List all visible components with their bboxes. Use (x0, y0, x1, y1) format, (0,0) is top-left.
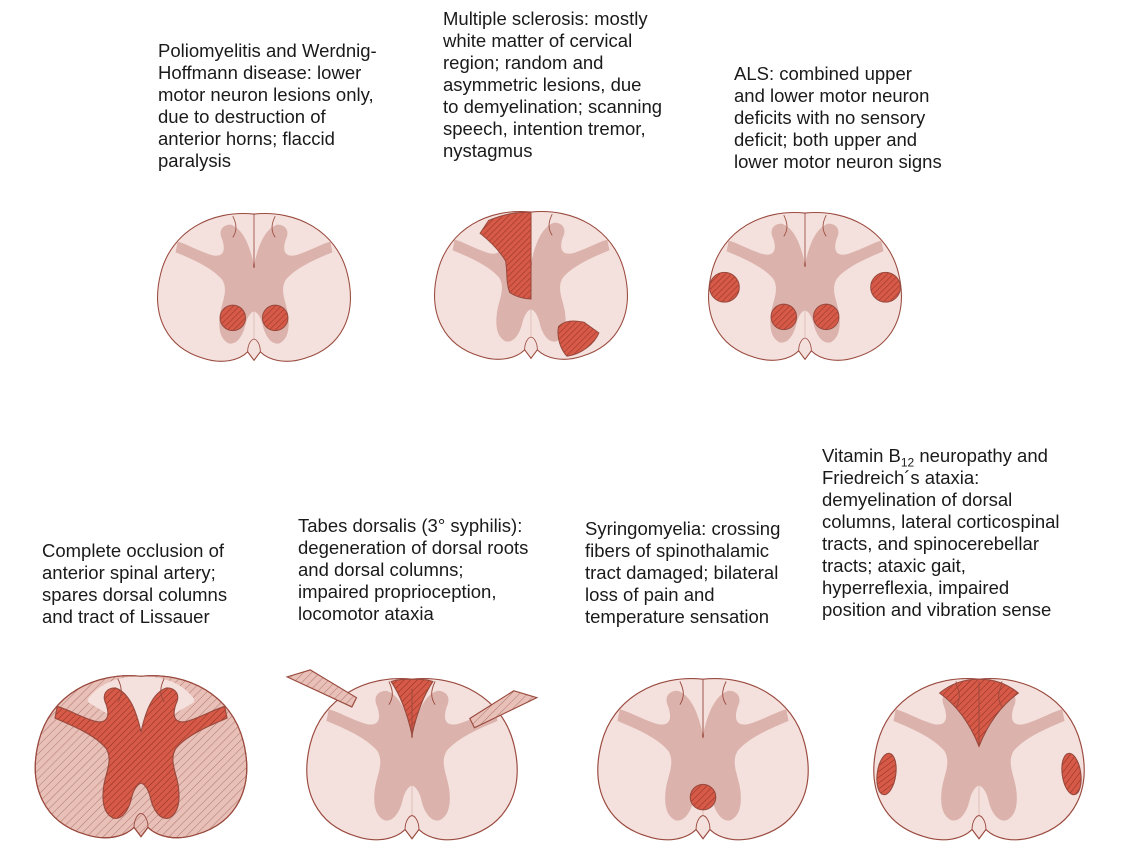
lesion-right-corticospinal-tract (871, 272, 901, 302)
lesion-left-anterior-horn (220, 305, 245, 330)
lesion-left-anterior-horn (771, 304, 796, 329)
lesion-left-corticospinal-tract (710, 272, 740, 302)
caption-tabes-dorsalis: Tabes dorsalis (3° syphilis): degenerati… (298, 515, 528, 625)
cord-als (699, 194, 911, 372)
caption-als: ALS: combined upper and lower motor neur… (734, 63, 942, 173)
cord-syringomyelia (575, 663, 831, 848)
caption-b12-friedreich: Vitamin B12 neuropathy and Friedreich´s … (822, 445, 1060, 621)
cord-tabes-dorsalis (287, 663, 537, 848)
lesion-left-dorsal-root (287, 670, 356, 707)
lesion-right-anterior-horn (262, 305, 287, 330)
caption-multiple-sclerosis: Multiple sclerosis: mostly white matter … (443, 8, 662, 162)
cord-multiple-sclerosis (425, 192, 637, 372)
lesion-central-canal (690, 784, 715, 809)
caption-poliomyelitis: Poliomyelitis and Werdnig- Hoffmann dise… (158, 40, 377, 172)
caption-anterior-spinal-artery: Complete occlusion of anterior spinal ar… (42, 540, 227, 628)
caption-syringomyelia: Syringomyelia: crossing fibers of spinot… (585, 518, 780, 628)
posterior-median-septum (703, 679, 704, 737)
lesion-right-anterior-horn (813, 304, 838, 329)
posterior-median-septum (805, 213, 806, 267)
posterior-median-septum (254, 214, 255, 268)
cord-b12-friedreich (848, 663, 1110, 848)
cord-poliomyelitis (148, 195, 360, 373)
cord-anterior-spinal-artery (10, 660, 272, 846)
